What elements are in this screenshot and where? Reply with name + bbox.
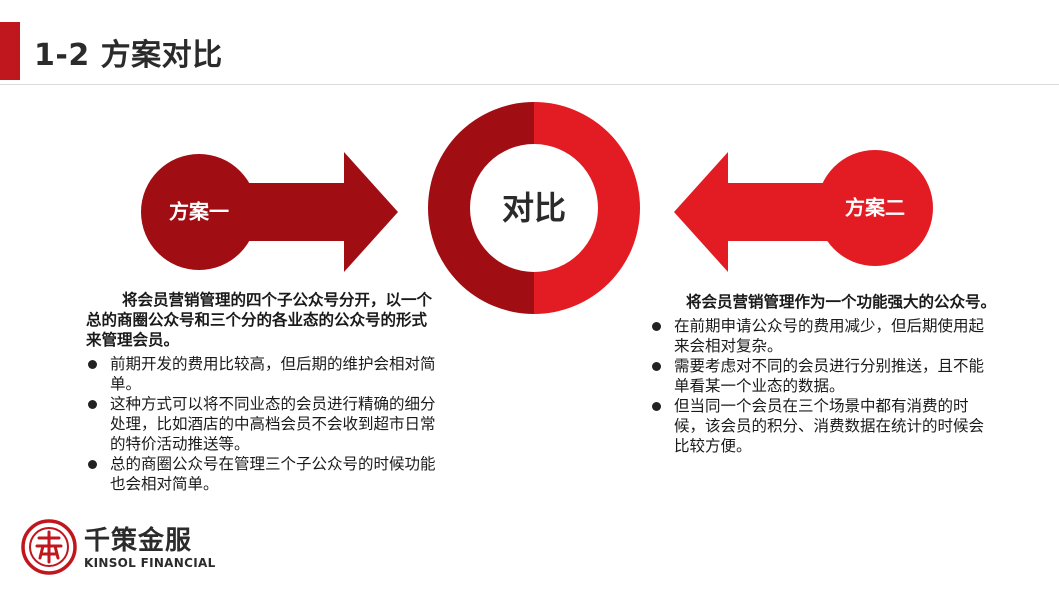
center-ring: 对比 — [428, 102, 640, 314]
kinsol-seal-icon — [21, 519, 77, 575]
left-option-circle — [141, 154, 257, 270]
company-logo: 千策金服 KINSOL FINANCIAL — [20, 516, 220, 578]
list-item: 总的商圈公众号在管理三个子公众号的时候功能也会相对简单。 — [86, 454, 438, 494]
bullet-dot-icon — [652, 322, 661, 331]
center-label: 对比 — [502, 189, 566, 227]
right-option-label: 方案二 — [845, 196, 905, 220]
option-one-intro: 将会员营销管理的四个子公众号分开，以一个总的商圈公众号和三个分的各业态的公众号的… — [86, 291, 433, 349]
title-divider — [0, 84, 1059, 85]
right-option-circle — [817, 150, 933, 266]
option-one-bullets: 前期开发的费用比较高，但后期的维护会相对简单。 这种方式可以将不同业态的会员进行… — [86, 354, 438, 494]
list-item: 前期开发的费用比较高，但后期的维护会相对简单。 — [86, 354, 438, 394]
right-option-arrow: 方案二 — [674, 150, 933, 272]
bullet-dot-icon — [652, 362, 661, 371]
list-item: 在前期申请公众号的费用减少，但后期使用起来会相对复杂。 — [650, 316, 996, 356]
list-item: 这种方式可以将不同业态的会员进行精确的细分处理，比如酒店的中高档会员不会收到超市… — [86, 394, 438, 454]
bullet-dot-icon — [88, 460, 97, 469]
title-accent-bar — [0, 22, 20, 80]
list-item: 需要考虑对不同的会员进行分别推送，且不能单看某一个业态的数据。 — [650, 356, 996, 396]
bullet-dot-icon — [88, 400, 97, 409]
left-option-arrow: 方案一 — [141, 152, 398, 272]
option-one-panel: 将会员营销管理的四个子公众号分开，以一个总的商圈公众号和三个分的各业态的公众号的… — [86, 290, 438, 494]
bullet-dot-icon — [88, 360, 97, 369]
option-two-panel: 将会员营销管理作为一个功能强大的公众号。 在前期申请公众号的费用减少，但后期使用… — [650, 292, 996, 456]
page-title: 1-2 方案对比 — [34, 38, 223, 73]
list-item: 但当同一个会员在三个场景中都有消费的时候，该会员的积分、消费数据在统计的时候会比… — [650, 396, 996, 456]
logo-name-cn: 千策金服 — [84, 526, 193, 556]
logo-name-en: KINSOL FINANCIAL — [84, 556, 216, 570]
ring-hole — [470, 144, 598, 272]
left-option-label: 方案一 — [169, 200, 229, 224]
option-two-intro: 将会员营销管理作为一个功能强大的公众号。 — [686, 293, 997, 311]
bullet-dot-icon — [652, 402, 661, 411]
option-two-bullets: 在前期申请公众号的费用减少，但后期使用起来会相对复杂。 需要考虑对不同的会员进行… — [650, 316, 996, 456]
